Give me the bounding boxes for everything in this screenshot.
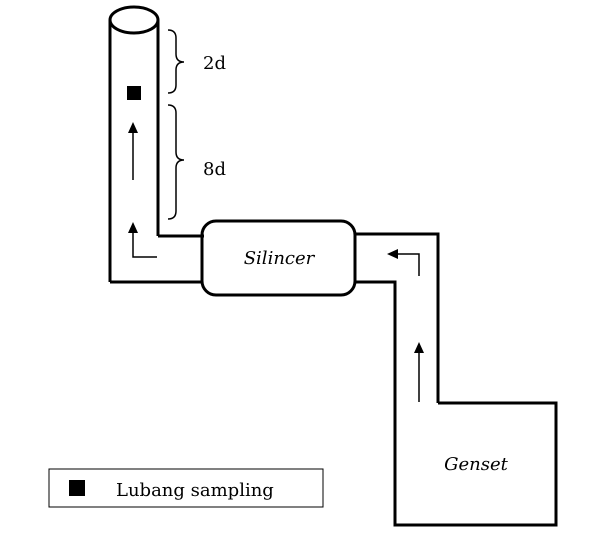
silencer-body bbox=[200, 219, 357, 297]
dim-label-2d: 2d bbox=[203, 53, 226, 74]
brace-8d bbox=[167, 104, 185, 220]
legend-box bbox=[48, 468, 324, 508]
legend-marker bbox=[69, 480, 85, 496]
exhaust-stack bbox=[108, 5, 160, 282]
flow-arrow-stack-upper bbox=[128, 122, 138, 180]
silencer-label: Silincer bbox=[244, 248, 316, 269]
flow-arrow-outlet-turn bbox=[387, 249, 420, 276]
flow-arrow-stack-lower bbox=[128, 222, 157, 258]
inlet-pipe-left bbox=[110, 234, 204, 284]
legend: Lubang sampling bbox=[48, 468, 324, 508]
sampling-hole-marker bbox=[127, 86, 141, 100]
brace-2d bbox=[167, 29, 185, 94]
dim-label-8d: 8d bbox=[203, 159, 226, 180]
legend-text: Lubang sampling bbox=[116, 480, 274, 501]
outlet-pipe-right bbox=[355, 232, 558, 527]
flow-arrow-genset-riser bbox=[414, 342, 424, 402]
genset-label: Genset bbox=[444, 454, 509, 475]
